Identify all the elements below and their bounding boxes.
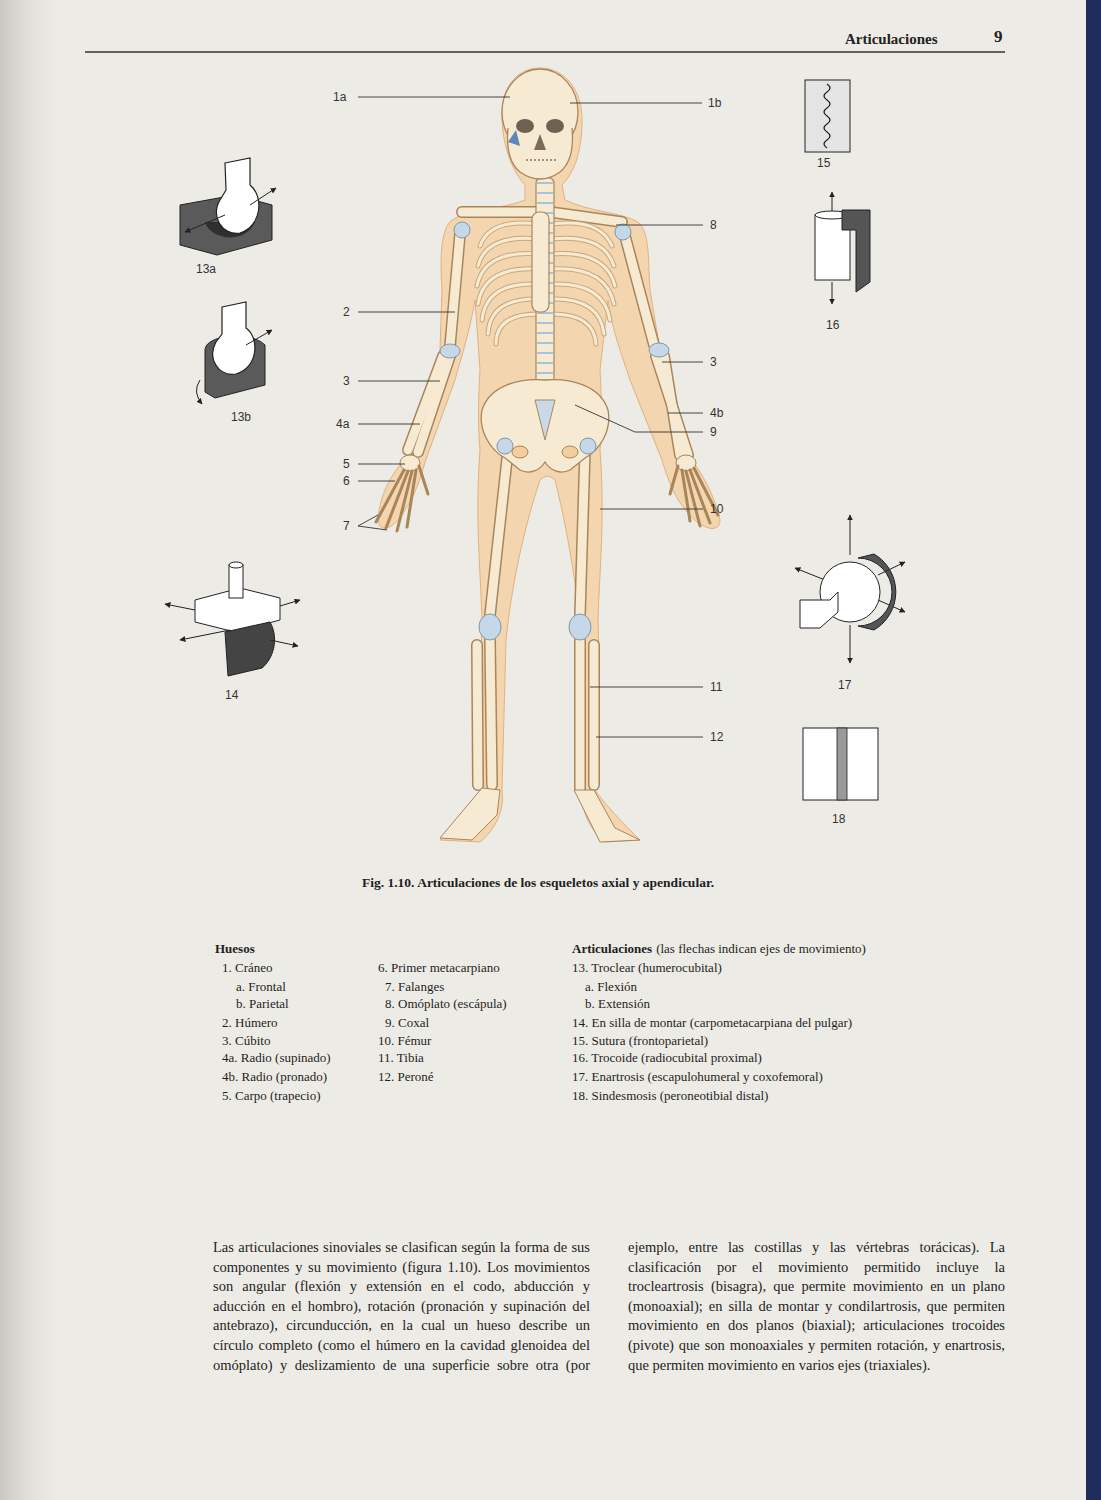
callout-number: 13b	[231, 410, 251, 424]
key-item: 7. Falanges	[385, 979, 444, 995]
key-item: 18. Sindesmosis (peroneotibial distal)	[572, 1088, 768, 1104]
key-item: b. Extensión	[585, 996, 650, 1012]
key-item: 5. Carpo (trapecio)	[222, 1088, 321, 1104]
callout-number: 1a	[333, 90, 346, 104]
callout-number: 9	[710, 425, 717, 439]
key-item: 15. Sutura (frontoparietal)	[572, 1033, 708, 1049]
callout-number: 6	[343, 474, 350, 488]
key-item: 8. Omóplato (escápula)	[385, 996, 507, 1012]
callout-number: 1b	[708, 96, 721, 110]
key-item: a. Flexión	[585, 979, 637, 995]
callout-number: 17	[838, 678, 851, 692]
key-note: (las flechas indican ejes de movimiento)	[656, 941, 866, 957]
callout-number: 15	[817, 156, 830, 170]
key-item: 6. Primer metacarpiano	[378, 960, 500, 976]
key-item: 16. Trocoide (radiocubital proximal)	[572, 1050, 762, 1066]
key-item: 3. Cúbito	[222, 1033, 270, 1049]
callout-number: 7	[343, 519, 350, 533]
key-item: 4a. Radio (supinado)	[222, 1050, 331, 1066]
key-item: 1. Cráneo	[222, 960, 273, 976]
key-item: 17. Enartrosis (escapulohumeral y coxofe…	[572, 1069, 823, 1085]
key-item: 12. Peroné	[378, 1069, 434, 1085]
key-item: b. Parietal	[236, 996, 289, 1012]
callout-number: 5	[343, 457, 350, 471]
running-head: Articulaciones	[845, 30, 937, 48]
callout-number: 13a	[196, 262, 216, 276]
callout-number: 16	[826, 318, 839, 332]
key-heading: Articulaciones	[572, 941, 652, 957]
figure-caption: Fig. 1.10. Articulaciones de los esquele…	[362, 874, 754, 891]
key-item: 14. En silla de montar (carpometacarpian…	[572, 1015, 852, 1031]
key-heading: Huesos	[215, 941, 255, 957]
key-item: 10. Fémur	[378, 1033, 431, 1049]
callout-number: 11	[710, 680, 722, 694]
key-item: a. Frontal	[236, 979, 286, 995]
key-item: 9. Coxal	[385, 1015, 429, 1031]
callout-number: 12	[710, 730, 723, 744]
callout-number: 18	[832, 812, 845, 826]
body-text: Las articulaciones sinoviales se clasifi…	[213, 1238, 1005, 1375]
callout-number: 4a	[336, 417, 349, 431]
callout-number: 10	[710, 502, 723, 516]
callout-number: 14	[225, 688, 238, 702]
callout-number: 8	[710, 218, 717, 232]
page-number: 9	[994, 27, 1003, 47]
callout-number: 3	[343, 374, 350, 388]
key-item: 2. Húmero	[222, 1015, 278, 1031]
key-item: 4b. Radio (pronado)	[222, 1069, 327, 1085]
key-item: 13. Troclear (humerocubital)	[572, 960, 722, 976]
callout-number: 3	[710, 355, 717, 369]
key-item: 11. Tibia	[378, 1050, 424, 1066]
callout-number: 4b	[710, 406, 723, 420]
callout-number: 2	[343, 305, 350, 319]
